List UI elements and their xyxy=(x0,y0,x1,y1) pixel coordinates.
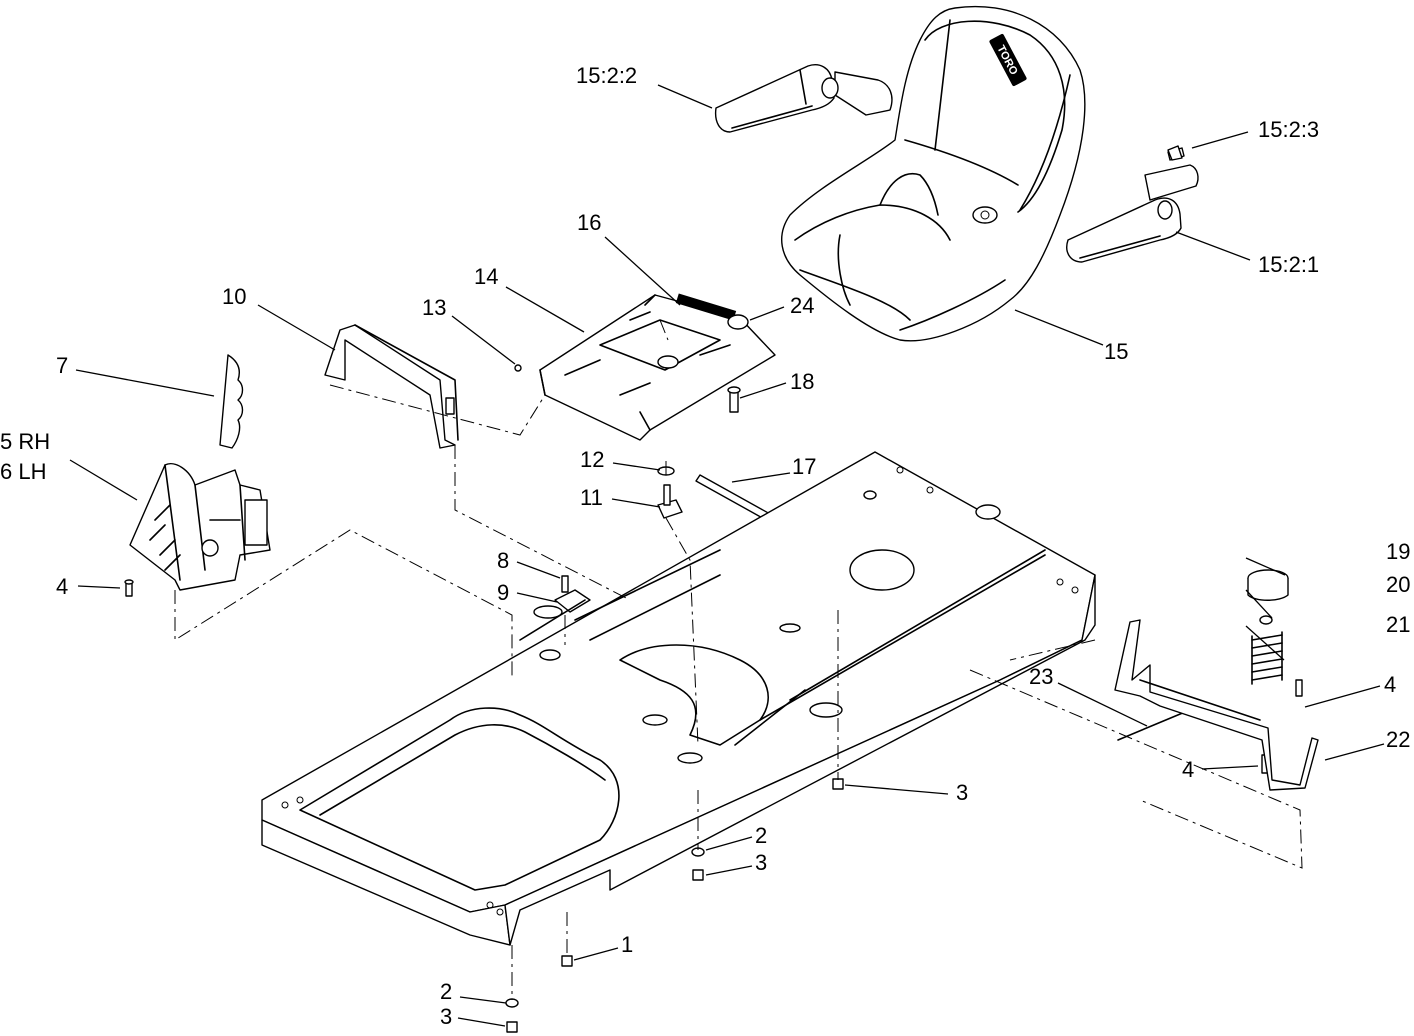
right-armrest xyxy=(1066,147,1199,263)
callout-3-bottom: 3 xyxy=(440,1004,452,1029)
callout-6-lh: 6 LH xyxy=(0,459,46,484)
spring-bracket xyxy=(1114,619,1319,791)
callout-15-2-1: 15:2:1 xyxy=(1258,252,1319,277)
callout-21: 21 xyxy=(1386,612,1410,637)
callout-22: 22 xyxy=(1386,727,1410,752)
callout-13: 13 xyxy=(422,295,446,320)
callout-10: 10 xyxy=(222,284,246,309)
callout-9: 9 xyxy=(497,580,509,605)
callout-1: 1 xyxy=(621,932,633,957)
callout-14: 14 xyxy=(474,264,498,289)
callouts: 15:2:2 15:2:3 15:2:1 16 14 13 24 15 10 1… xyxy=(0,63,1410,1029)
callout-11: 11 xyxy=(580,485,603,510)
callout-4-left: 4 xyxy=(56,574,68,599)
seat-mounting-plate xyxy=(539,293,776,441)
callout-20: 20 xyxy=(1386,572,1410,597)
left-armrest xyxy=(714,64,893,133)
hardware-items xyxy=(124,145,1303,1033)
callout-3-frame: 3 xyxy=(956,780,968,805)
assembly-lines xyxy=(174,319,1303,1000)
callout-19: 19 xyxy=(1386,539,1410,564)
seat-ratchet xyxy=(219,354,244,449)
callout-15-2-2: 15:2:2 xyxy=(576,63,637,88)
callout-12: 12 xyxy=(580,447,604,472)
callout-17: 17 xyxy=(792,454,816,479)
callout-7: 7 xyxy=(56,353,68,378)
callout-15: 15 xyxy=(1104,339,1128,364)
callout-15-2-3: 15:2:3 xyxy=(1258,117,1319,142)
leader-lines xyxy=(69,84,1385,1027)
callout-18: 18 xyxy=(790,369,814,394)
callout-2-bottom: 2 xyxy=(440,979,452,1004)
callout-24: 24 xyxy=(790,293,814,318)
toro-logo-badge xyxy=(989,33,1027,87)
main-frame xyxy=(261,451,1096,946)
callout-23: 23 xyxy=(1029,664,1053,689)
callout-8: 8 xyxy=(497,548,509,573)
callout-4-right-bottom: 4 xyxy=(1182,757,1194,782)
callout-5-rh: 5 RH xyxy=(0,429,50,454)
seat-bracket xyxy=(324,324,459,449)
warning-decal xyxy=(675,293,737,321)
seat: TORO xyxy=(781,5,1086,342)
callout-3-center: 3 xyxy=(755,850,767,875)
callout-2-center: 2 xyxy=(755,823,767,848)
seat-adjuster xyxy=(129,463,271,591)
callout-4-right-top: 4 xyxy=(1384,672,1396,697)
callout-16: 16 xyxy=(577,210,601,235)
